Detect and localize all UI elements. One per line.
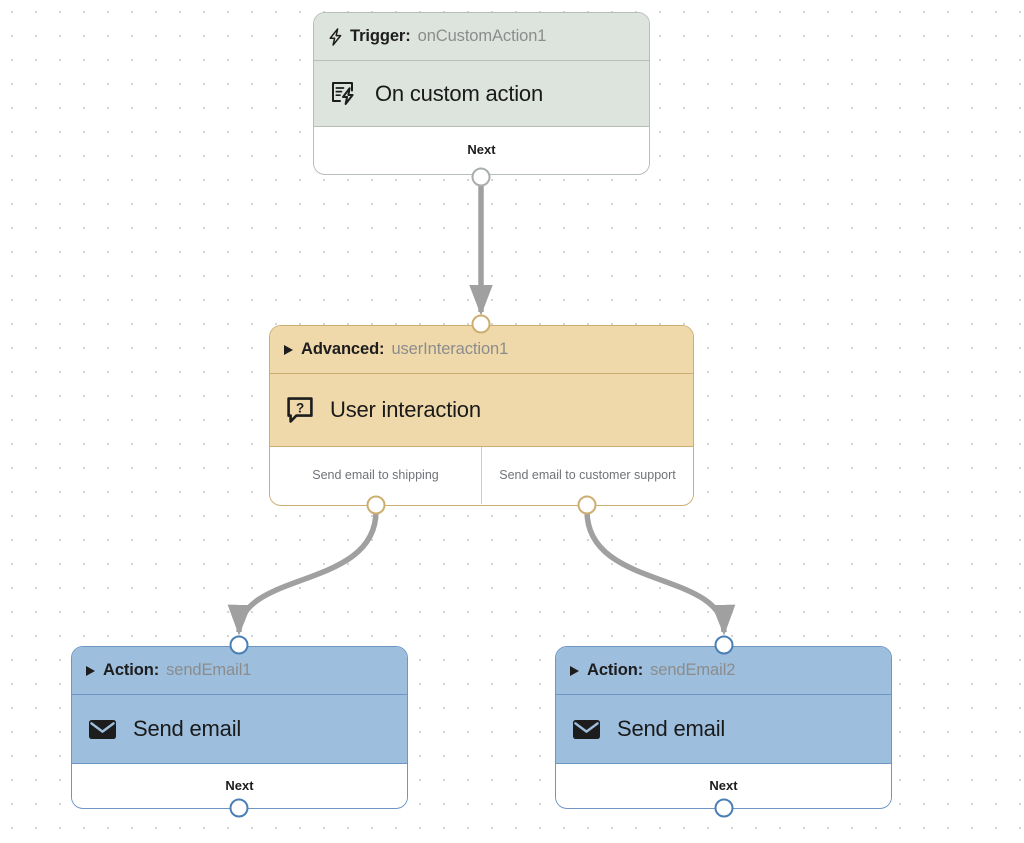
output-port-send-email-to-shipping[interactable]: Send email to shipping — [270, 447, 481, 504]
output-port-label: Next — [225, 777, 254, 793]
port-knob-trigger-next[interactable] — [471, 167, 491, 187]
node-body[interactable]: ? User interaction — [270, 374, 693, 447]
output-port-next[interactable]: Next — [556, 764, 891, 807]
svg-text:?: ? — [296, 400, 304, 415]
node-body-label: Send email — [133, 716, 242, 741]
node-kind-label: Action: — [103, 661, 160, 679]
output-port-label: Next — [709, 777, 738, 793]
output-port-send-email-to-customer-support[interactable]: Send email to customer support — [481, 447, 693, 504]
node-body[interactable]: Send email — [72, 695, 407, 764]
envelope-icon — [572, 718, 601, 741]
node-id-label: userInteraction1 — [391, 340, 509, 358]
node-action-sendemail2[interactable]: Action: sendEmail2 Send email Next — [555, 646, 892, 809]
port-knob-advanced-input[interactable] — [471, 314, 491, 334]
edge-advanced-to-action2 — [584, 510, 736, 636]
node-body[interactable]: On custom action — [314, 61, 649, 127]
question-bubble-icon: ? — [286, 396, 314, 424]
output-port-label: Send email to shipping — [312, 468, 439, 483]
output-port-label: Next — [467, 141, 496, 157]
node-id-label: sendEmail2 — [650, 661, 736, 679]
node-kind-label: Action: — [587, 661, 644, 679]
node-body-label: User interaction — [330, 397, 481, 422]
node-kind-label: Advanced: — [301, 340, 385, 358]
node-trigger-oncustomaction1[interactable]: Trigger: onCustomAction1 On custom actio… — [313, 12, 650, 175]
output-port-next[interactable]: Next — [72, 764, 407, 807]
node-kind-label: Trigger: — [350, 27, 411, 45]
port-knob-action1-input[interactable] — [229, 635, 249, 655]
node-id-label: sendEmail1 — [166, 661, 252, 679]
node-header[interactable]: Action: sendEmail1 — [72, 647, 407, 695]
caret-right-icon — [86, 665, 95, 676]
port-knob-advanced-customer-support[interactable] — [577, 495, 597, 515]
node-id-label: onCustomAction1 — [417, 27, 547, 45]
port-knob-advanced-shipping[interactable] — [366, 495, 386, 515]
edge-advanced-to-action1 — [227, 510, 379, 636]
output-port-label: Send email to customer support — [499, 468, 676, 483]
node-output-ports: Send email to shipping Send email to cus… — [270, 447, 693, 504]
output-port-next[interactable]: Next — [314, 127, 649, 172]
node-header[interactable]: Advanced: userInteraction1 — [270, 326, 693, 374]
lightning-bolt-icon — [328, 27, 343, 46]
port-knob-action2-next[interactable] — [714, 798, 734, 818]
node-action-sendemail1[interactable]: Action: sendEmail1 Send email Next — [71, 646, 408, 809]
node-header[interactable]: Action: sendEmail2 — [556, 647, 891, 695]
port-knob-action1-next[interactable] — [229, 798, 249, 818]
node-header[interactable]: Trigger: onCustomAction1 — [314, 13, 649, 61]
envelope-icon — [88, 718, 117, 741]
caret-right-icon — [284, 344, 293, 355]
node-body-label: On custom action — [375, 80, 543, 106]
node-output-ports: Next — [314, 127, 649, 172]
port-knob-action2-input[interactable] — [714, 635, 734, 655]
node-output-ports: Next — [556, 764, 891, 807]
node-body-label: Send email — [617, 716, 726, 741]
node-advanced-userinteraction1[interactable]: Advanced: userInteraction1 ? User intera… — [269, 325, 694, 506]
node-body[interactable]: Send email — [556, 695, 891, 764]
caret-right-icon — [570, 665, 579, 676]
custom-action-icon — [330, 79, 359, 108]
